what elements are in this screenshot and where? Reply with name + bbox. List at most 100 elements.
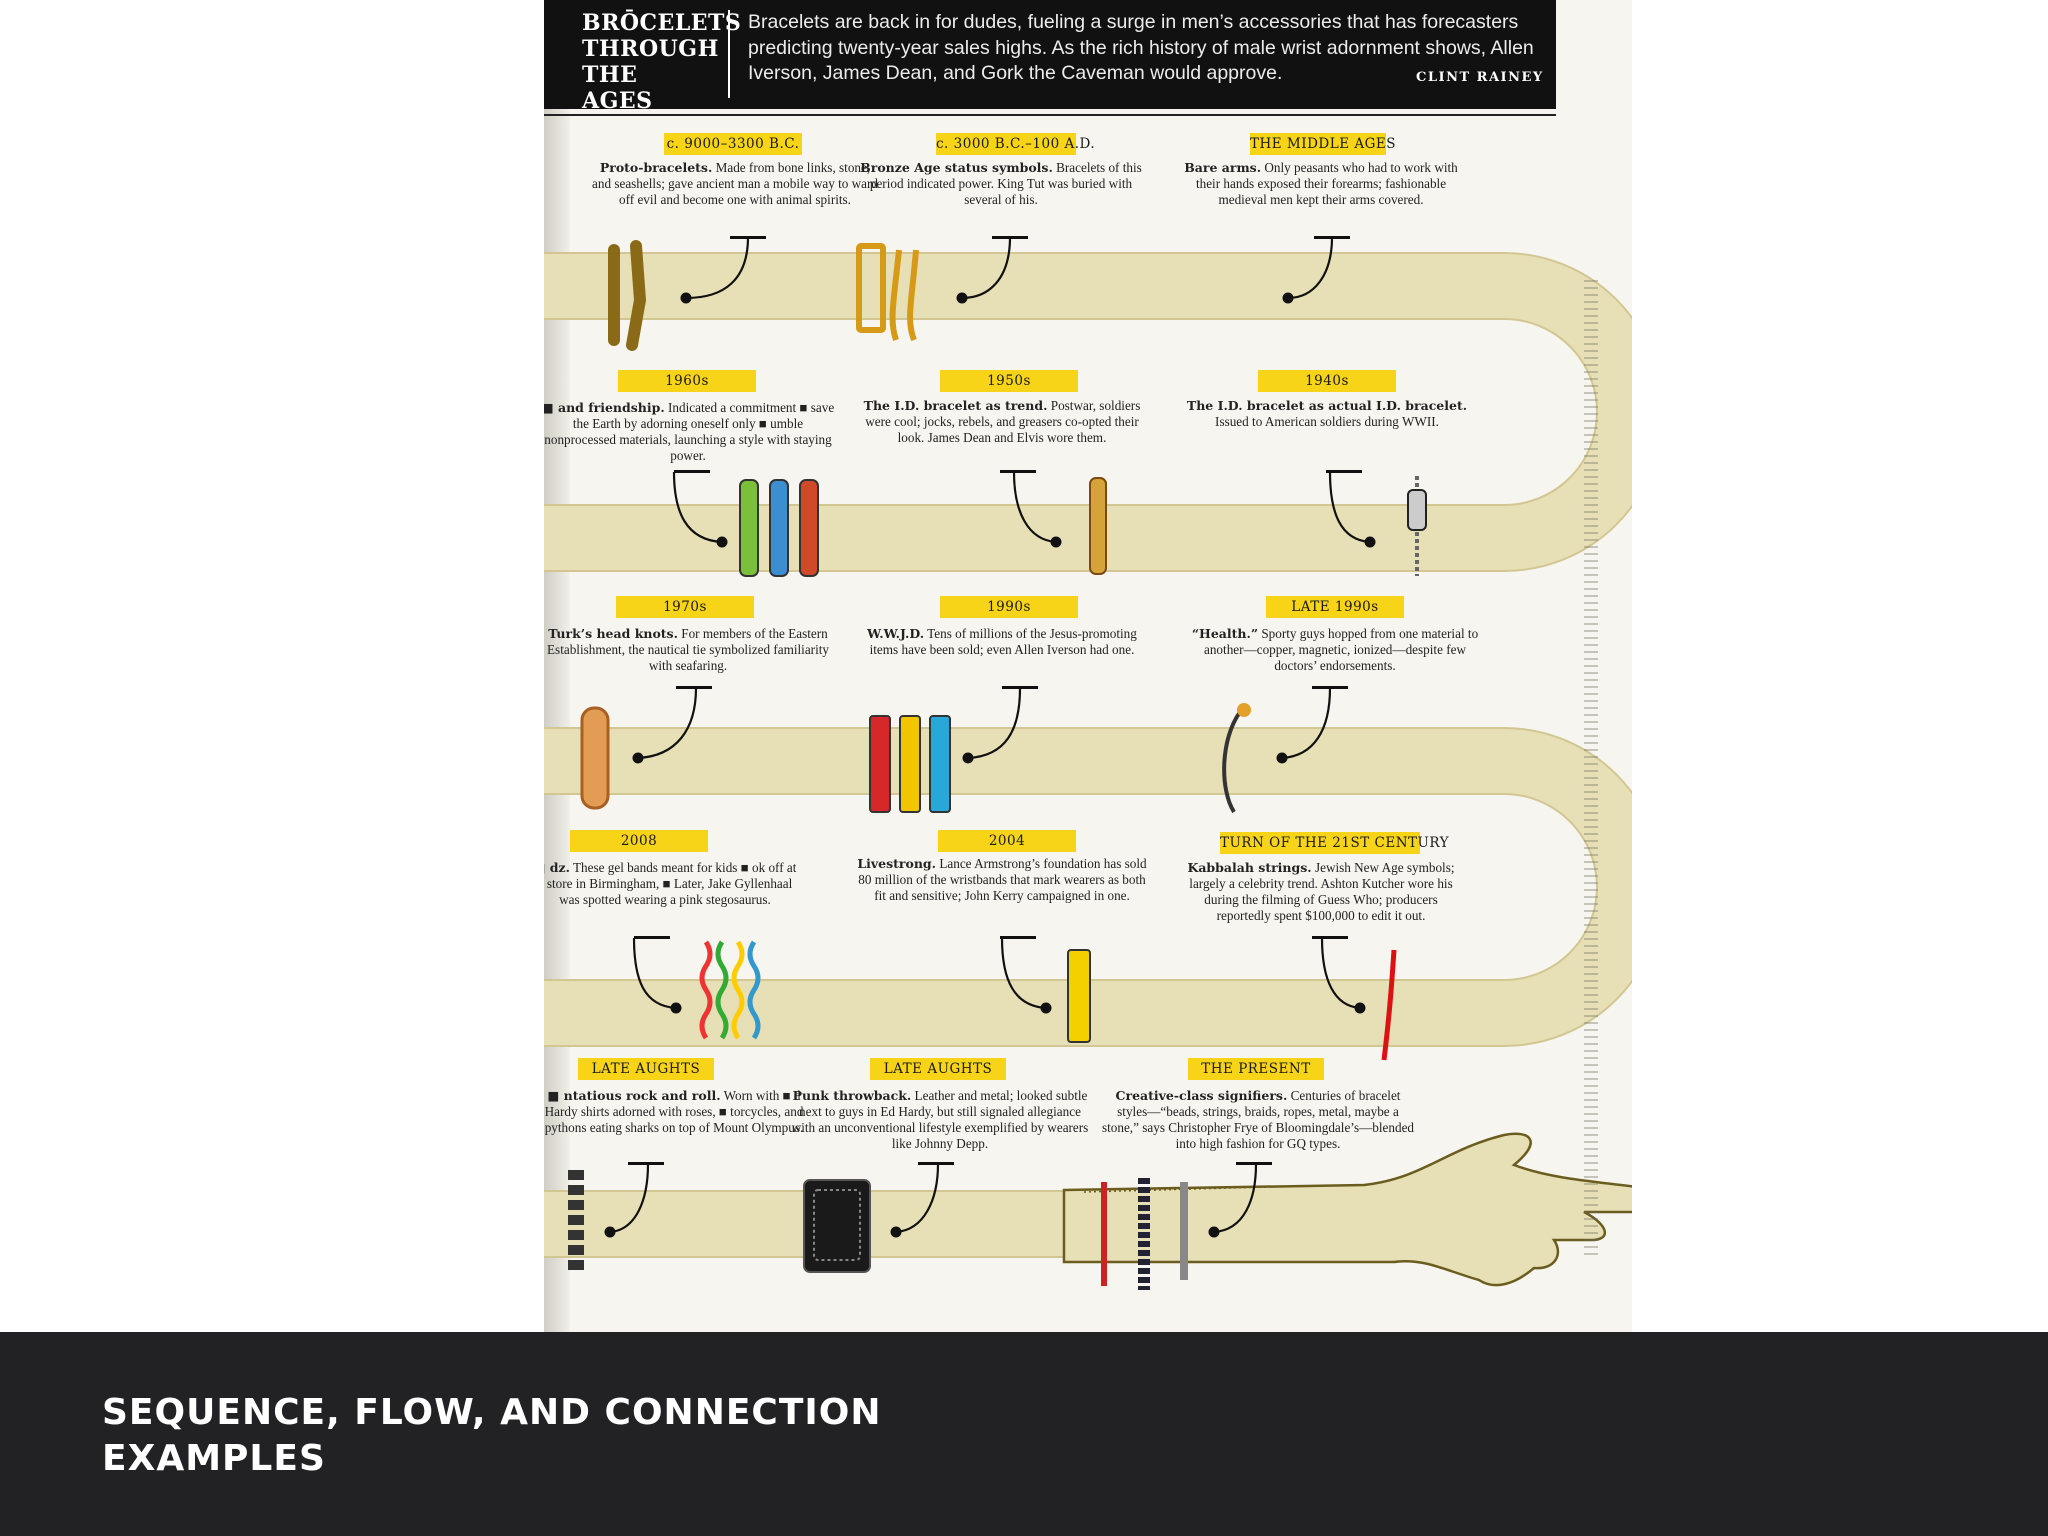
era-label: 2008 [570, 830, 708, 852]
connector-tick [634, 936, 670, 939]
connector-tick [1312, 686, 1348, 689]
era-label: LATE 1990s [1266, 596, 1404, 618]
era-label: c. 9000–3300 B.C. [664, 133, 802, 155]
era-label: THE MIDDLE AGES [1250, 133, 1395, 155]
entry-body: Leather and metal; looked subtle next to… [791, 1088, 1089, 1151]
page-edge-texture [1584, 280, 1598, 1260]
entry-text: ■ and friendship. Indicated a commitment… [544, 400, 838, 464]
entry-text: Bare arms. Only peasants who had to work… [1176, 160, 1466, 208]
connector-tick [1002, 686, 1038, 689]
timeline-band [544, 252, 1632, 1258]
entry-heading: The I.D. bracelet as trend. [863, 398, 1048, 413]
entry-text: Livestrong. Lance Armstrong’s foundation… [857, 856, 1147, 904]
forearm-hand-illustration [1062, 1132, 1632, 1287]
entry-body: Issued to American soldiers during WWII. [1215, 414, 1439, 429]
entry-body: Sporty guys hopped from one material to … [1203, 626, 1479, 673]
connector-tick [628, 1162, 664, 1165]
livestrong-band-icon [1067, 949, 1091, 1043]
entry-text: Punk throwback. Leather and metal; looke… [790, 1088, 1090, 1152]
entry-body: Made from bone links, stone, and seashel… [592, 160, 878, 207]
header-banner: BRŌCELETS THROUGH THE AGES Bracelets are… [544, 0, 1556, 114]
entry-text: “Health.” Sporty guys hopped from one ma… [1190, 626, 1480, 674]
entry-text: ■ dz. These gel bands meant for kids ■ o… [544, 860, 800, 908]
entry-heading: W.W.J.D. [867, 626, 925, 641]
entry-text: Turk’s head knots. For members of the Ea… [544, 626, 838, 674]
entry-heading: Creative-class signifiers. [1115, 1088, 1288, 1103]
connector-tick [1000, 936, 1036, 939]
military-id-bracelet-icon [1407, 476, 1427, 576]
era-label: LATE AUGHTS [578, 1058, 714, 1080]
entry-heading: Punk throwback. [792, 1088, 912, 1103]
timeline-path [544, 240, 1632, 1290]
wwjd-band-icon [869, 715, 951, 813]
era-label: TURN OF THE 21ST CENTURY [1220, 832, 1449, 854]
entry-body: Tens of millions of the Jesus-promoting … [869, 626, 1137, 657]
bronze-cuff-icon [856, 243, 919, 342]
header-divider [728, 10, 730, 98]
entry-text: The I.D. bracelet as trend. Postwar, sol… [857, 398, 1147, 446]
entry-heading: Turk’s head knots. [548, 626, 678, 641]
magnetic-cuff-icon [1222, 703, 1251, 814]
entry-body: Bracelets of this period indicated power… [869, 160, 1142, 207]
entry-heading: The I.D. bracelet as actual I.D. bracele… [1186, 398, 1468, 413]
entry-heading: ■ ntatious rock and roll. [547, 1088, 721, 1103]
connector-tick [1312, 936, 1348, 939]
entry-heading: ■ dz. [544, 860, 570, 875]
entry-text: The I.D. bracelet as actual I.D. bracele… [1182, 398, 1472, 430]
connector-tick [1000, 470, 1036, 473]
entry-text: ■ ntatious rock and roll. Worn with ■ d … [544, 1088, 814, 1136]
era-label: 1970s [616, 596, 754, 618]
entry-body: For members of the Eastern Establishment… [547, 626, 829, 673]
era-label: 2004 [938, 830, 1076, 852]
entry-text: Proto-bracelets. Made from bone links, s… [590, 160, 880, 208]
entry-body: Indicated a commitment ■ save the Earth … [544, 400, 835, 463]
entry-heading: Bronze Age status symbols. [860, 160, 1053, 175]
entry-body: Jewish New Age symbols; largely a celebr… [1189, 860, 1455, 923]
entry-heading: Bare arms. [1184, 160, 1262, 175]
entry-body: These gel bands meant for kids ■ ok off … [544, 860, 797, 907]
connector-tick [1326, 470, 1362, 473]
bone-bracelet-icon [608, 240, 647, 351]
connector-lines [604, 236, 1376, 1238]
entry-body: Lance Armstrong’s foundation has sold 80… [858, 856, 1147, 903]
page-gutter [544, 0, 570, 1332]
era-label: THE PRESENT [1188, 1058, 1324, 1080]
era-label: 1950s [940, 370, 1078, 392]
connector-tick [918, 1162, 954, 1165]
connector-tick [1236, 1162, 1272, 1165]
connector-tick [676, 686, 712, 689]
entry-heading: “Health.” [1191, 626, 1259, 641]
slide-footer: SEQUENCE, FLOW, AND CONNECTION EXAMPLES [0, 1332, 2048, 1536]
entry-body: Only peasants who had to work with their… [1195, 160, 1458, 207]
era-label: 1960s [618, 370, 756, 392]
connector-tick [674, 470, 710, 473]
rope-knot-bracelet-icon [580, 706, 610, 810]
id-bracelet-icon [1089, 477, 1107, 575]
magazine-page: BRŌCELETS THROUGH THE AGES Bracelets are… [544, 0, 1632, 1332]
entry-body: Postwar, soldiers were cool; jocks, rebe… [865, 398, 1141, 445]
entry-body: Worn with ■ d Hardy shirts adorned with … [544, 1088, 804, 1135]
header-rule [544, 114, 1556, 116]
byline: CLINT RAINEY [1416, 70, 1544, 85]
era-label: 1940s [1258, 370, 1396, 392]
entry-heading: Proto-bracelets. [599, 160, 713, 175]
red-string-icon [1381, 949, 1397, 1061]
entry-text: W.W.J.D. Tens of millions of the Jesus-p… [857, 626, 1147, 658]
entry-text: Kabbalah strings. Jewish New Age symbols… [1176, 860, 1466, 924]
entry-heading: ■ and friendship. [544, 400, 665, 415]
article-intro: Bracelets are back in for dudes, fueling… [748, 11, 1534, 84]
slide-title: SEQUENCE, FLOW, AND CONNECTION EXAMPLES [102, 1392, 882, 1479]
entry-text: Creative-class signifiers. Centuries of … [1100, 1088, 1416, 1152]
silly-bandz-icon [699, 940, 761, 1040]
stacked-bracelets-icon [1101, 1178, 1188, 1290]
friendship-bracelet-icon [739, 479, 819, 577]
era-label: 1990s [940, 596, 1078, 618]
entry-text: Bronze Age status symbols. Bracelets of … [856, 160, 1146, 208]
entry-heading: Livestrong. [857, 856, 937, 871]
leather-cuff-icon [803, 1179, 871, 1273]
era-label: LATE AUGHTS [870, 1058, 1006, 1080]
entry-heading: Kabbalah strings. [1187, 860, 1312, 875]
entry-body: Centuries of bracelet styles—“beads, str… [1101, 1088, 1415, 1151]
era-label: c. 3000 B.C.–100 A.D. [936, 133, 1095, 155]
